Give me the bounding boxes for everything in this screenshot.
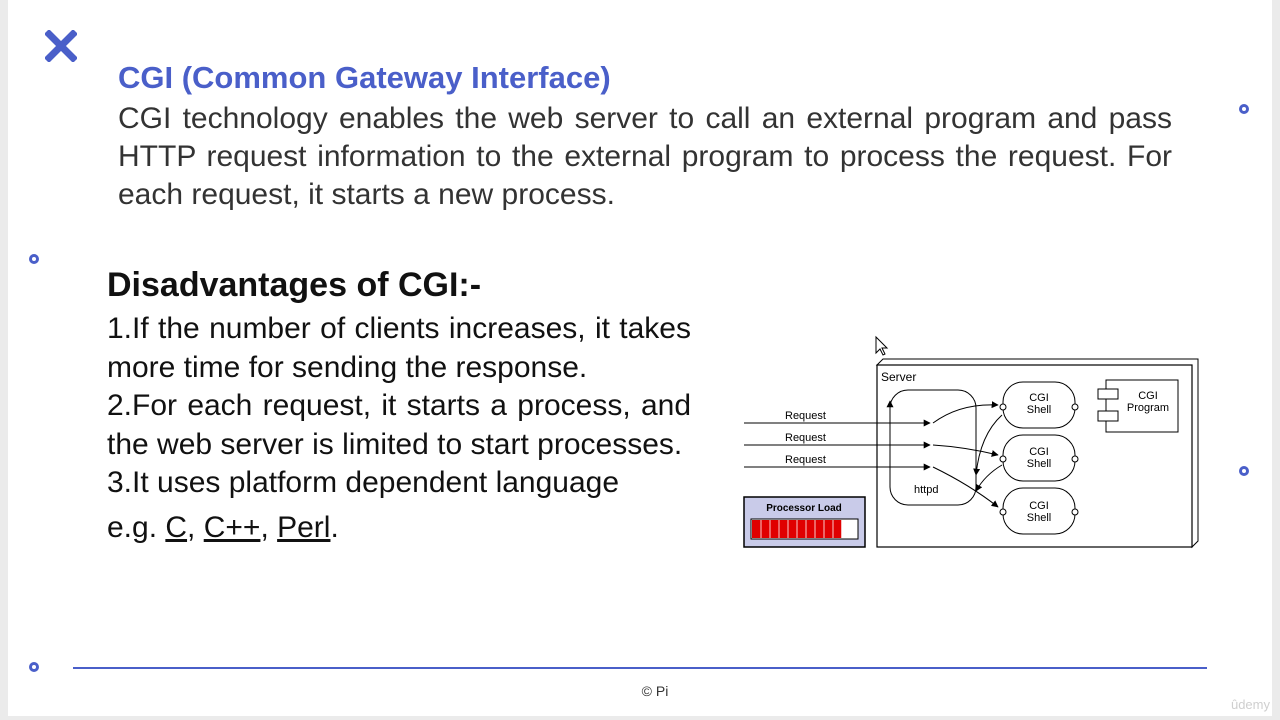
language-examples: e.g. C, C++, Perl. [107, 510, 339, 544]
language-perl: Perl [277, 510, 331, 544]
slide-title: CGI (Common Gateway Interface) [118, 60, 611, 95]
close-icon[interactable] [45, 30, 77, 62]
decorative-dot-icon [1239, 466, 1249, 476]
language-c: C [165, 510, 188, 544]
cgi-program-box: CGI Program [1097, 379, 1179, 433]
cgi-shell-1: CGI Shell [999, 381, 1079, 429]
eg-prefix: e.g. [107, 510, 166, 544]
disadvantage-point-3: 3.It uses platform dependent language [107, 466, 620, 499]
language-cpp: C++ [203, 510, 261, 544]
shell-1-line1: CGI [1029, 392, 1049, 404]
cgi-shell-3: CGI Shell [999, 487, 1079, 535]
cursor-icon [875, 335, 889, 356]
disadvantages-list: 1.If the number of clients increases, it… [107, 310, 691, 547]
decorative-dot-icon [29, 662, 39, 672]
shell-2-line2: Shell [1027, 458, 1051, 470]
intro-paragraph: CGI technology enables the web server to… [118, 102, 1172, 211]
shell-1-line2: Shell [1027, 404, 1051, 416]
processor-load-meter: Processor Load [743, 496, 866, 548]
cgi-shell-2: CGI Shell [999, 434, 1079, 482]
shell-3-line1: CGI [1029, 500, 1049, 512]
request-label-3: Request [785, 454, 826, 466]
disadvantage-point-2: 2.For each request, it starts a process,… [107, 389, 691, 461]
shell-2-line1: CGI [1029, 446, 1049, 458]
shell-3-line2: Shell [1027, 512, 1051, 524]
request-label-2: Request [785, 432, 826, 444]
processor-load-label: Processor Load [766, 503, 842, 514]
program-line2: Program [1127, 402, 1169, 414]
disadvantages-heading: Disadvantages of CGI:- [107, 266, 482, 304]
footer-copyright: © Pi [641, 683, 669, 699]
cgi-architecture-diagram: Server httpd Request Request Request CGI… [743, 335, 1199, 549]
request-label-1: Request [785, 410, 826, 422]
httpd-label: httpd [914, 484, 938, 496]
slide [8, 0, 1272, 716]
decorative-dot-icon [29, 254, 39, 264]
server-label: Server [881, 370, 916, 384]
watermark-logo: ûdemy [1230, 697, 1270, 712]
decorative-dot-icon [1239, 104, 1249, 114]
program-line1: CGI [1138, 390, 1158, 402]
footer-divider [73, 667, 1207, 669]
disadvantage-point-1: 1.If the number of clients increases, it… [107, 312, 691, 384]
